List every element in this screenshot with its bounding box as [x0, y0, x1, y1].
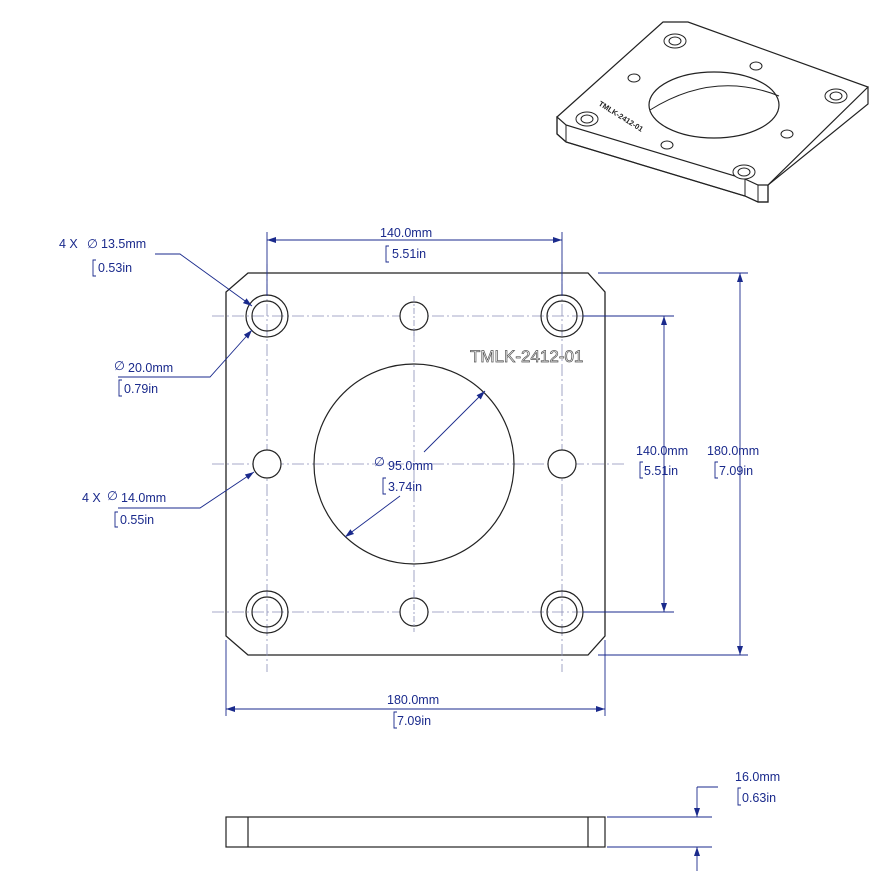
part-number: TMLK-2412-01 — [470, 347, 583, 366]
dim-bore-leader-lower — [344, 495, 401, 538]
through-holes — [252, 301, 577, 627]
dim-width-mm: 180.0mm — [387, 693, 439, 707]
isometric-holes — [575, 33, 848, 180]
dim-width-in: 7.09in — [397, 714, 431, 728]
dim-bore-mm: 95.0mm — [388, 459, 433, 473]
dim-height-in: 7.09in — [719, 464, 753, 478]
dimension-labels: 140.0mm 5.51in 4 X ∅ 13.5mm 0.53in ∅ 20.… — [59, 226, 780, 806]
leader-through-holes — [118, 471, 255, 509]
leader-counterbore-dia — [118, 329, 253, 378]
dim-top-width-in: 5.51in — [392, 247, 426, 261]
dimensions — [118, 232, 748, 871]
dim-cb-holes-symbol: ∅ — [87, 237, 98, 251]
dim-thickness-in: 0.63in — [742, 791, 776, 805]
dim-bore-in: 3.74in — [388, 480, 422, 494]
dim-cb-holes-qty: 4 X — [59, 237, 78, 251]
dim-cb-holes-mm: 13.5mm — [101, 237, 146, 251]
dim-cb-dia-in: 0.79in — [124, 382, 158, 396]
dim-bore-symbol: ∅ — [374, 455, 385, 469]
side-view — [225, 816, 606, 848]
dim-through-holes-in: 0.55in — [120, 513, 154, 527]
dim-spacing-in: 5.51in — [644, 464, 678, 478]
dim-spacing-mm: 140.0mm — [636, 444, 688, 458]
dim-cb-dia-mm: 20.0mm — [128, 361, 173, 375]
dim-height-mm: 180.0mm — [707, 444, 759, 458]
leader-counterbore-holes — [155, 253, 253, 307]
dim-cb-holes-in: 0.53in — [98, 261, 132, 275]
center-bore — [313, 363, 515, 565]
dim-through-holes-symbol: ∅ — [107, 489, 118, 503]
isometric-view: TMLK-2412-01 — [556, 21, 870, 203]
dim-cb-dia-symbol: ∅ — [114, 359, 125, 373]
isometric-bore — [648, 71, 780, 139]
dim-thickness-mm: 16.0mm — [735, 770, 780, 784]
dim-through-holes-qty: 4 X — [82, 491, 101, 505]
dim-through-holes-mm: 14.0mm — [121, 491, 166, 505]
front-view: TMLK-2412-01 — [212, 264, 625, 672]
dim-bore-leader-upper — [423, 390, 486, 453]
dim-top-width-mm: 140.0mm — [380, 226, 432, 240]
